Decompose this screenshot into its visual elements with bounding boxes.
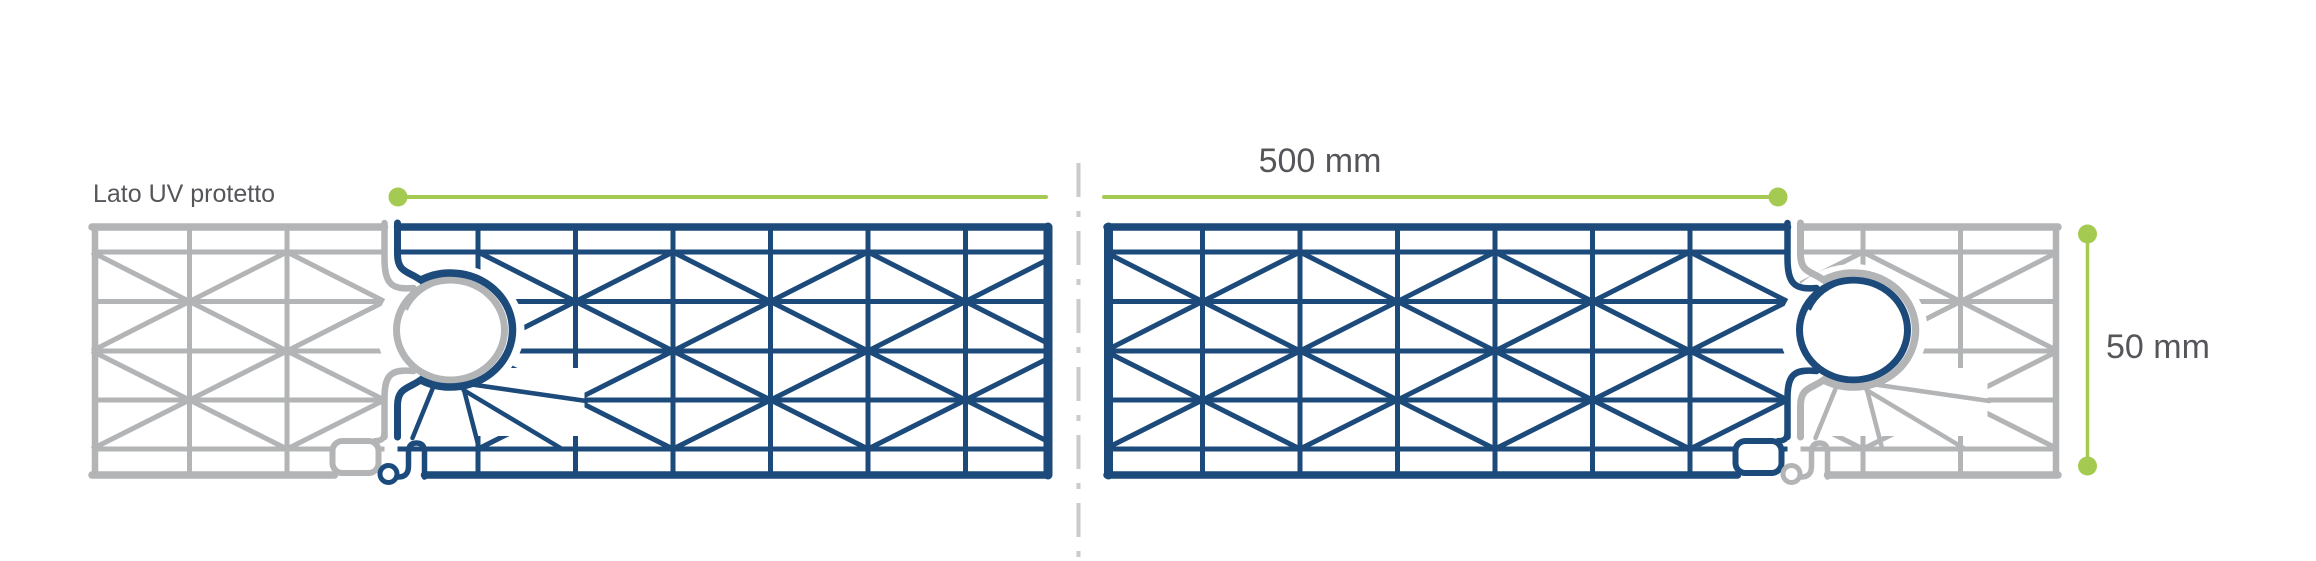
width-dim-start-dot — [388, 187, 408, 207]
width-dimension-label: 500 mm — [1258, 142, 1382, 180]
joint-right — [1732, 219, 1992, 485]
height-dim-top-dot — [2078, 224, 2097, 244]
height-dim-bottom-dot — [2078, 456, 2097, 476]
uv-side-label: Lato UV protetto — [93, 180, 276, 208]
height-dimension-line — [2078, 224, 2097, 476]
panel-left-gray — [88, 223, 389, 479]
joint-left — [329, 219, 589, 485]
width-dim-end-dot — [1768, 187, 1788, 207]
height-dimension-label: 50 mm — [2106, 328, 2210, 366]
width-dimension-line — [388, 187, 1788, 207]
panel-right-blue — [1103, 222, 1792, 480]
